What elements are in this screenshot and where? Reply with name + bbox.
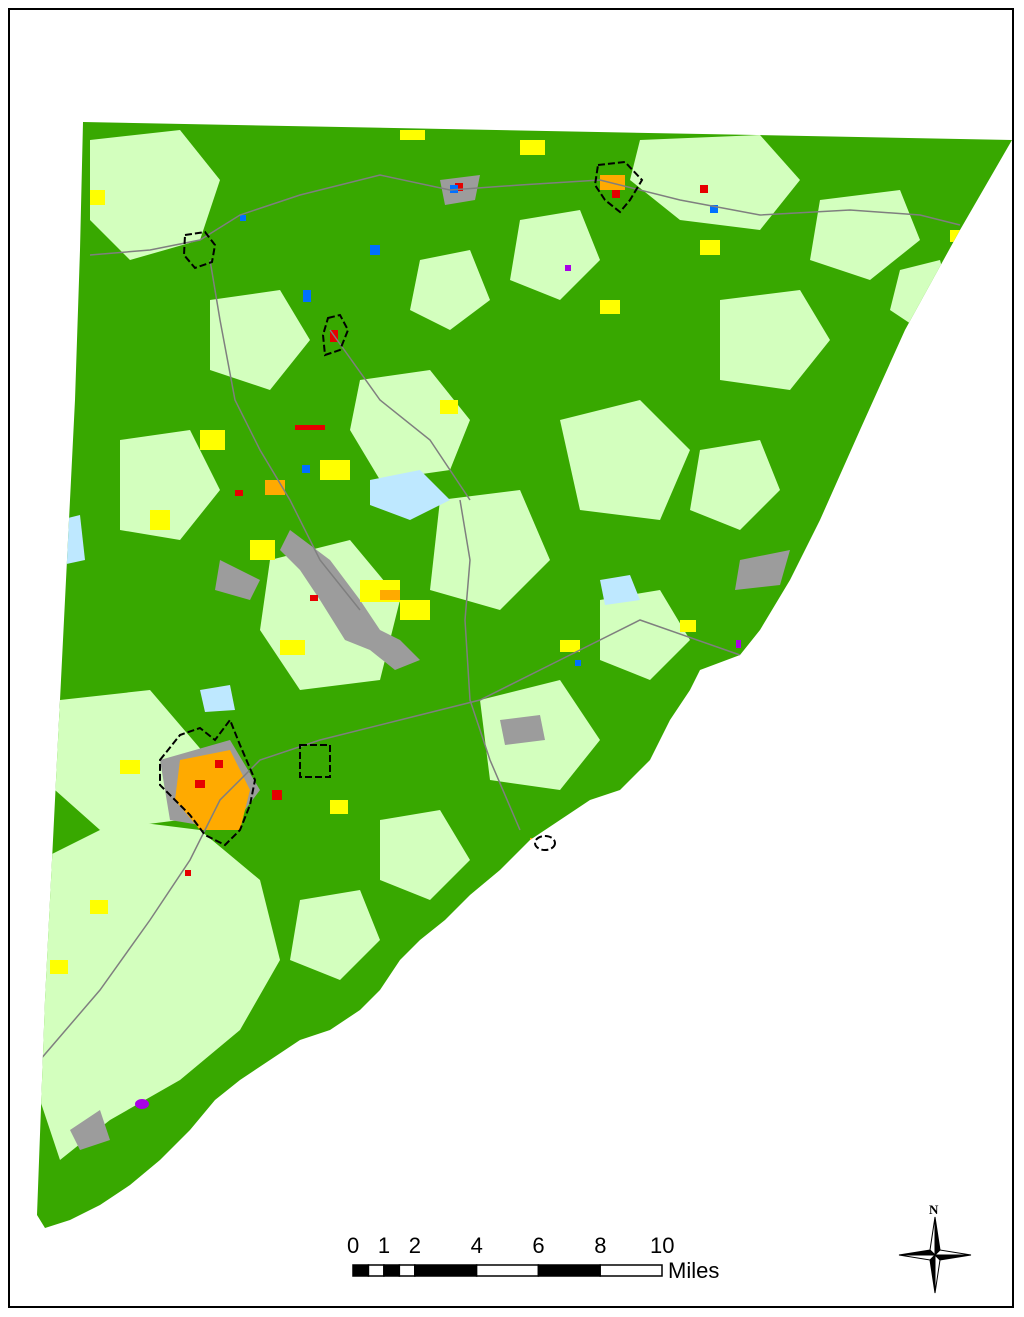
scale-bar-segment (475, 1264, 540, 1277)
compass-point (898, 1249, 937, 1256)
scale-tick-label: 8 (594, 1233, 607, 1258)
boundary-north-central-town (321, 313, 350, 357)
compass-point (934, 1253, 941, 1294)
boundary-southeast-town (534, 835, 556, 851)
compass-point (898, 1254, 937, 1261)
scale-tick-label: 0 (347, 1233, 360, 1258)
county-forest-base (37, 122, 1012, 1228)
scale-tick-label: 1 (377, 1233, 391, 1258)
scale-tick-label: 2 (408, 1233, 422, 1258)
scale-bar-segment (599, 1264, 663, 1277)
compass-point (929, 1253, 936, 1294)
road-network (39, 174, 961, 1061)
north-label: N (929, 1202, 939, 1217)
compass-point (929, 1216, 936, 1257)
compass-point (934, 1216, 941, 1257)
scale-tick-label: 4 (470, 1233, 483, 1258)
scale-bar-segment (398, 1264, 416, 1277)
boundary-northwest-town (182, 230, 217, 270)
boundary-square-town (299, 744, 331, 778)
special-patches (135, 265, 741, 1109)
scale-unit-label: Miles (668, 1258, 720, 1283)
scale-tick-label: 10 (650, 1233, 675, 1258)
municipal-boundaries (159, 160, 644, 851)
scale-bar-segment (352, 1264, 370, 1277)
north-arrow (898, 1216, 972, 1294)
boundary-northeast-town (593, 160, 644, 214)
scale-tick-label: 6 (532, 1233, 545, 1258)
scale-bar-segment (537, 1264, 601, 1277)
compass-point (933, 1254, 972, 1261)
scale-bar-segment (383, 1264, 401, 1277)
agriculture-patches (50, 130, 965, 974)
scale-bar-segment (367, 1264, 385, 1277)
scale-bar (352, 1264, 663, 1277)
scale-bar-segment (414, 1264, 478, 1277)
compass-point (933, 1249, 972, 1256)
